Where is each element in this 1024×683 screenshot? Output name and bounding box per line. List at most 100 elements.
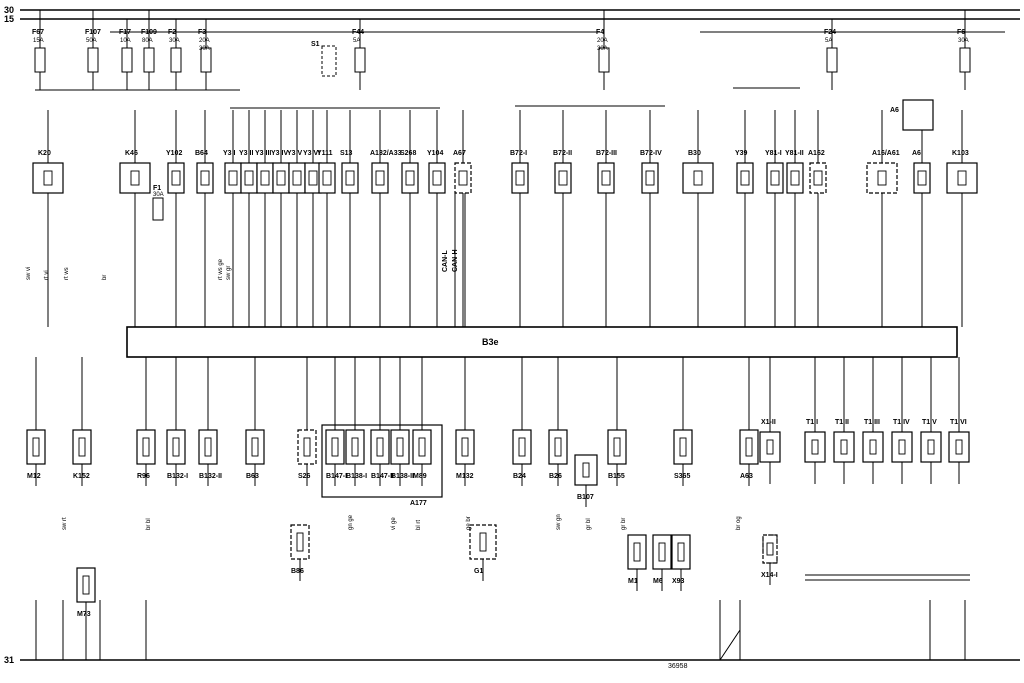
component-label: T1 V [922,419,937,426]
component-label: S26 [298,473,311,480]
fuse-label: F4 [596,29,604,36]
component-label: B132-II [199,473,222,480]
component-box [318,162,336,194]
component-symbol [633,542,641,562]
component-symbol [303,437,311,457]
ground-wire [719,629,741,661]
component-box [574,454,598,486]
component-box [245,429,265,465]
component-box [196,162,214,194]
component-label: B72-III [596,150,617,157]
fuse-rating: 30A [153,192,164,198]
component-box [469,524,497,560]
component-symbol [296,532,304,552]
fuse-body [143,47,155,73]
component-box [166,429,186,465]
wire-color-label: sw gn [556,514,562,530]
component-box [786,162,804,194]
fuse-label: F2 [168,29,176,36]
component-label: M1 [628,578,638,585]
component-symbol [432,170,442,186]
component-label: S365 [674,473,690,480]
wire-color-label: rt vi [44,270,50,280]
wire-color-label: gr br [621,518,627,530]
component-box [948,431,970,463]
component-label: B72-II [553,150,572,157]
component-box [554,162,572,194]
component-label: S268 [400,150,416,157]
component-label: M132 [456,473,474,480]
component-symbol [917,170,927,186]
component-label: A162 [808,150,825,157]
component-label: B30 [688,150,701,157]
component-label: Y81-II [785,150,804,157]
drawing-number: 36958 [668,663,688,670]
component-box [809,162,827,194]
component-symbol [204,437,212,457]
component-label: B26 [549,473,562,480]
wire-color-label: ge br [466,516,472,530]
fuse-label: F3 [198,29,206,36]
fuse-body [826,47,838,73]
component-symbol [331,437,339,457]
can-low-label: CAN-L [442,250,449,272]
component-symbol [376,437,384,457]
component-box [512,429,532,465]
fuse-rating: 15A [33,38,44,44]
component-box [119,162,151,194]
component-box [224,162,242,194]
component-symbol [405,170,415,186]
fuse-body [152,197,164,221]
component-box [862,431,884,463]
component-box [673,429,693,465]
component-box [297,429,317,465]
fuse-label: F17 [119,29,131,36]
switch-label: S1 [311,41,320,48]
component-box [759,431,781,463]
component-symbol [558,170,568,186]
wire-color-label: vi ge [391,517,397,530]
component-symbol [200,170,210,186]
component-label: T1 I [806,419,818,426]
component-box [290,524,310,560]
component-label: Y3 VI [303,150,320,157]
component-label: Y39 [735,150,748,157]
component-label: K20 [38,150,51,157]
component-symbol [869,439,877,455]
component-box [454,162,472,194]
component-label: A6 [890,107,899,114]
component-label: S13 [340,150,353,157]
component-symbol [898,439,906,455]
component-box [167,162,185,194]
component-box [671,534,691,570]
fuse-body [34,47,46,73]
component-symbol [955,439,963,455]
component-symbol [308,170,318,186]
ecu-connector [126,326,958,358]
component-label: B155 [608,473,625,480]
component-box [682,162,714,194]
component-symbol [677,542,685,562]
component-box [288,162,306,194]
component-symbol [515,170,525,186]
component-symbol [613,437,621,457]
component-box [26,429,46,465]
component-label: B86 [291,568,304,575]
component-label: Y3 II [239,150,253,157]
component-label: Y3 III [255,150,271,157]
component-label: T1 VI [950,419,967,426]
wire-layer [35,10,1005,661]
component-box [136,429,156,465]
component-label: X93 [672,578,685,585]
component-symbol [518,437,526,457]
component-symbol [927,439,935,455]
component-box [597,162,615,194]
component-label: R96 [137,473,150,480]
component-box [804,431,826,463]
component-box [341,162,359,194]
rail-label-30: 30 [4,5,14,15]
component-label: B24 [513,473,526,480]
component-symbol [251,437,259,457]
